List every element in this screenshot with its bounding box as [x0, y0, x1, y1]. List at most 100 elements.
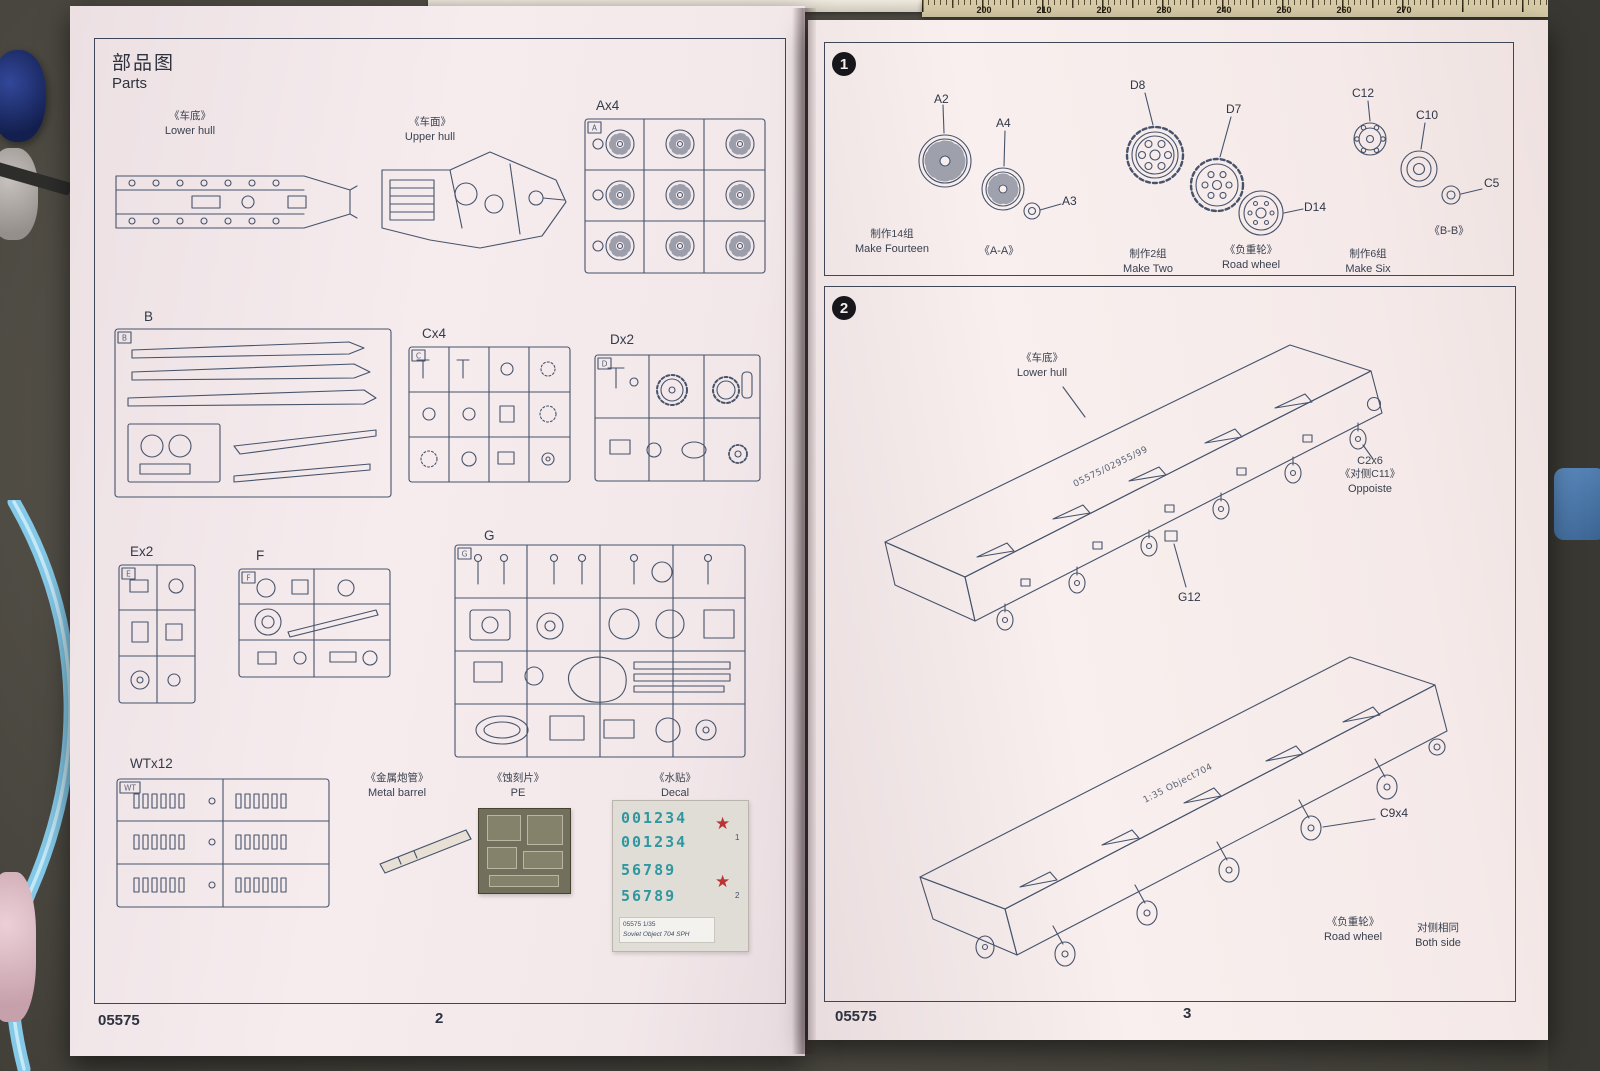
sprue-f-drawing: F	[238, 568, 391, 678]
both-side-callout: 对侧相同 Both side	[1400, 922, 1476, 950]
ruler-number: 210	[1036, 5, 1052, 15]
make-two-cn: 制作2组	[1129, 248, 1167, 260]
sprue-b-label: B	[144, 309, 154, 324]
part-label-d14: D14	[1304, 200, 1327, 214]
page-number-right: 3	[1183, 1005, 1192, 1022]
pe-part	[487, 815, 521, 841]
part-label-c10: C10	[1416, 108, 1439, 122]
desk-object-pink	[0, 872, 36, 1022]
part-label-a4: A4	[996, 116, 1011, 130]
right-page: 1 A2 A4 A3 D8 D7 D14 C12 C10 C5 制作14组 Ma…	[808, 20, 1548, 1040]
lower-hull-drawing	[115, 175, 358, 229]
c2-callout-side-cn: 《对侧C11》	[1339, 468, 1401, 481]
pe-label: 《蚀刻片》 PE	[478, 772, 558, 800]
sprue-f-tag: F	[246, 574, 250, 583]
metal-barrel-label-en: Metal barrel	[367, 786, 427, 799]
step1-drawing	[918, 92, 1483, 236]
c9-callout: C9x4	[1380, 806, 1409, 820]
both-side-callout-cn: 对侧相同	[1417, 922, 1459, 934]
decal-numbers: 56789	[621, 861, 677, 879]
decal-footer-line1: 05575 1/35	[623, 921, 656, 928]
sprue-c-label: Cx4	[422, 326, 447, 341]
lower-hull-callout-en: Lower hull	[1016, 366, 1068, 379]
c2-callout: C2x6 《对侧C11》 Oppoiste	[1328, 454, 1412, 496]
parts-title-en: Parts	[112, 75, 148, 92]
pe-part	[489, 875, 559, 887]
part-label-a2: A2	[934, 92, 949, 106]
make-two-en: Make Two	[1123, 262, 1173, 275]
sprue-d-label: Dx2	[610, 332, 635, 347]
ruler-number: 260	[1336, 5, 1352, 15]
ruler: 200 210 220 230 240 250 260 270	[922, 0, 1600, 17]
sprue-d-drawing: D	[594, 354, 761, 482]
make-fourteen-cn: 制作14组	[870, 228, 914, 240]
sprue-b-tag: B	[122, 334, 127, 343]
part-label-c5: C5	[1484, 176, 1500, 190]
pe-label-cn: 《蚀刻片》	[491, 772, 545, 784]
page-number-left: 2	[435, 1010, 444, 1027]
lower-hull-label-cn: 《车底》	[169, 110, 211, 122]
decal-numbers: 001234	[621, 809, 688, 827]
decal-label-en: Decal	[660, 786, 690, 799]
ruler-number: 240	[1216, 5, 1232, 15]
sprue-wt-drawing: WT	[116, 778, 330, 908]
decal-sheet: 001234 001234 56789 56789 ★ 1 ★ 2 05575 …	[612, 800, 749, 952]
step2-badge: 2	[832, 296, 856, 320]
section-aa-label: 《A-A》	[978, 245, 1020, 257]
road-wheel-callout-cn: 《负重轮》	[1326, 916, 1380, 928]
ruler-number: 230	[1156, 5, 1172, 15]
part-label-d7: D7	[1226, 102, 1242, 116]
pe-part	[527, 815, 563, 845]
road-wheel-callout: 《负重轮》 Road wheel	[1308, 916, 1398, 944]
star-decal: ★	[715, 814, 731, 833]
upper-hull-label-cn: 《车面》	[409, 116, 451, 128]
both-side-callout-en: Both side	[1415, 936, 1461, 949]
sprue-c-tag: C	[416, 352, 421, 361]
ruler-number: 270	[1396, 5, 1412, 15]
parts-title-cn: 部品图	[112, 53, 176, 74]
lower-hull-callout: 《车底》 Lower hull	[994, 352, 1090, 380]
metal-barrel-label: 《金属炮管》 Metal barrel	[342, 772, 452, 800]
parts-frame	[94, 38, 786, 1004]
step1-frame	[824, 42, 1514, 276]
part-label-a3: A3	[1062, 194, 1077, 208]
upper-hull-drawing	[381, 151, 567, 249]
decal-numbers: 56789	[621, 887, 677, 905]
c2-callout-side-en: Oppoiste	[1347, 482, 1393, 495]
pe-part	[523, 851, 563, 869]
make-fourteen-en: Make Fourteen	[855, 242, 929, 255]
decal-label-cn: 《水贴》	[654, 772, 696, 784]
lower-hull-label: 《车底》 Lower hull	[130, 110, 250, 138]
road-wheel-en: Road wheel	[1221, 258, 1281, 271]
make-two-caption: 制作2组 Make Two	[1108, 248, 1188, 276]
desk-object-blue-right	[1554, 468, 1600, 540]
decal-numbers: 001234	[621, 833, 688, 851]
sprue-e-tag: E	[126, 570, 131, 579]
sprue-a-label: Ax4	[596, 98, 620, 113]
kit-number-left: 05575	[98, 1012, 140, 1029]
decal-mark-1: 1	[735, 833, 740, 842]
desk-object-grey	[0, 148, 38, 240]
sprue-b-drawing: B	[114, 328, 392, 498]
kit-number-right: 05575	[835, 1008, 877, 1025]
decal-footer: 05575 1/35 Soviet Object 704 SPH	[619, 917, 715, 943]
c2-callout-part: C2x6	[1357, 455, 1383, 467]
make-six-en: Make Six	[1345, 262, 1391, 275]
section-bb-caption: 《B-B》	[1414, 224, 1484, 238]
g12-callout: G12	[1178, 590, 1201, 604]
ruler-number: 220	[1096, 5, 1112, 15]
part-label-d8: D8	[1130, 78, 1146, 92]
upper-hull-label: 《车面》 Upper hull	[370, 116, 490, 144]
step1-badge: 1	[832, 52, 856, 76]
sprue-c-drawing: C	[408, 346, 571, 483]
decal-label: 《水贴》 Decal	[630, 772, 720, 800]
sprue-g-label: G	[484, 528, 495, 543]
left-page: 部品图 Parts 《车底》 Lower hull 《车面》 Upper hul…	[70, 6, 805, 1056]
make-fourteen-caption: 制作14组 Make Fourteen	[844, 228, 940, 256]
road-wheel-callout-en: Road wheel	[1323, 930, 1383, 943]
parts-title: 部品图 Parts	[112, 48, 175, 92]
ruler-number: 250	[1276, 5, 1292, 15]
upper-hull-label-en: Upper hull	[404, 130, 456, 143]
sprue-e-label: Ex2	[130, 544, 154, 559]
sprue-wt-label: WTx12	[130, 756, 173, 771]
